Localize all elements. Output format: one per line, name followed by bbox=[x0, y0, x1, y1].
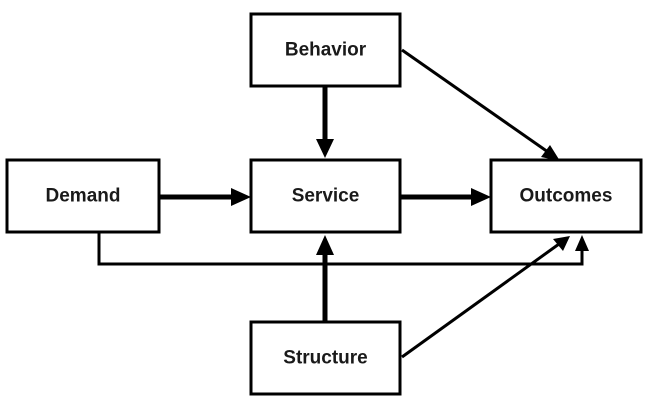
node-service: Service bbox=[249, 158, 402, 234]
edge-demand-to-outcomes bbox=[97, 233, 589, 266]
node-demand: Demand bbox=[5, 158, 161, 234]
node-outcomes-label: Outcomes bbox=[520, 186, 613, 207]
node-behavior-label: Behavior bbox=[285, 40, 367, 61]
edge-structure-to-outcomes bbox=[401, 236, 570, 359]
node-structure-label: Structure bbox=[283, 348, 367, 369]
edge-behavior-to-service bbox=[316, 87, 334, 158]
node-service-label: Service bbox=[292, 186, 360, 207]
node-outcomes: Outcomes bbox=[489, 158, 643, 234]
edge-behavior-to-outcomes bbox=[401, 48, 560, 161]
node-demand-label: Demand bbox=[46, 186, 121, 207]
node-behavior: Behavior bbox=[249, 12, 402, 88]
node-structure: Structure bbox=[249, 320, 402, 396]
edge-service-to-outcomes bbox=[401, 188, 491, 206]
edge-demand-to-service bbox=[160, 188, 251, 206]
edge-structure-to-service bbox=[316, 235, 334, 322]
